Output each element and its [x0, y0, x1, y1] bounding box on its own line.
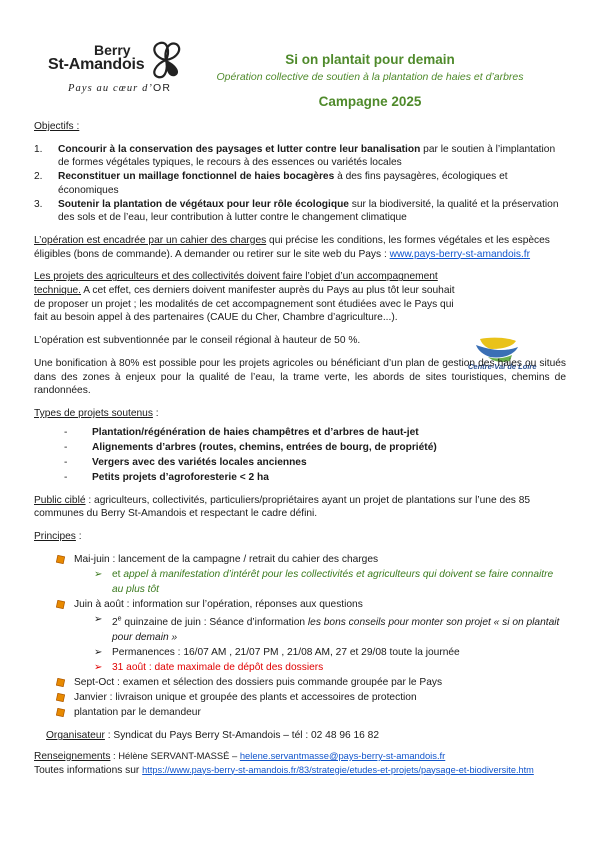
cahier-paragraph: L’opération est encadrée par un cahier d…: [34, 234, 550, 260]
objectives-heading: Objectifs :: [34, 121, 80, 132]
bullet-diamond-icon: [56, 599, 65, 609]
accompaniment-paragraph: Les projets des agriculteurs et des coll…: [34, 271, 455, 324]
logo-berry-text: Berry: [94, 42, 131, 58]
project-type-item: Plantation/régénération de haies champêt…: [34, 425, 566, 440]
contact-line: Renseignements : Hélène SERVANT-MASSÉ – …: [34, 749, 446, 762]
principle-item: Sept-Oct : examen et sélection des dossi…: [34, 675, 566, 690]
bullet-diamond-icon: [56, 708, 65, 718]
bullet-diamond-icon: [56, 678, 65, 688]
principle-item: Juin à août : information sur l’opératio…: [34, 597, 566, 612]
principles-list: Mai-juin : lancement de la campagne / re…: [34, 552, 566, 720]
leaf-emblem-icon: [153, 41, 181, 79]
project-type-item: Petits projets d’agroforesterie < 2 ha: [34, 470, 566, 485]
bonus-paragraph: Une bonification à 80% est possible pour…: [34, 357, 566, 397]
logo-st-amandois-text: St-Amandois: [48, 56, 145, 73]
principles-heading: Principes :: [34, 531, 82, 543]
principle-item: Mai-juin : lancement de la campagne / re…: [34, 552, 566, 567]
document-subtitle: Opération collective de soutien à la pla…: [216, 71, 524, 83]
arrow-bullet-icon: ➢: [94, 568, 103, 580]
project-types-list: Plantation/régénération de haies champêt…: [34, 425, 566, 485]
logo-tagline: Pays au cœur d’OR: [68, 82, 171, 94]
principle-subitem: ➢ 2e quinzaine de juin : Séance d’inform…: [94, 613, 560, 644]
info-page-link[interactable]: https://www.pays-berry-st-amandois.fr/83…: [142, 764, 534, 775]
principle-item: Janvier : livraison unique et groupée de…: [34, 690, 566, 705]
pays-logo: Berry St-Amandois Pays au cœur d’OR: [44, 40, 194, 98]
more-info-line: Toutes informations sur https://www.pays…: [34, 764, 534, 776]
arrow-bullet-icon: ➢: [94, 613, 103, 625]
bullet-diamond-icon: [56, 554, 65, 564]
campaign-year: Campagne 2025: [318, 94, 422, 109]
principle-subitem: ➢ et appel à manifestation d’intérêt pou…: [94, 568, 554, 595]
objective-item: 2. Reconstituer un maillage fonctionnel …: [34, 171, 508, 196]
website-link[interactable]: www.pays-berry-st-amandois.fr: [389, 248, 531, 260]
arrow-bullet-icon: ➢: [94, 662, 103, 674]
contact-email-link[interactable]: helene.servantmasse@pays-berry-st-amando…: [239, 749, 446, 761]
region-logo-text: Centre-Val de Loire: [468, 362, 537, 371]
subsidy-text: L’opération est subventionnée par le con…: [34, 335, 361, 347]
project-type-item: Vergers avec des variétés locales ancien…: [34, 455, 566, 470]
project-types-heading: Types de projets soutenus :: [34, 407, 159, 419]
principle-subitem: ➢ 31 août : date maximale de dépôt des d…: [94, 662, 324, 674]
centre-val-de-loire-logo: Centre-Val de Loire: [468, 337, 537, 371]
document-title: Si on plantait pour demain: [285, 52, 455, 67]
objective-item: 1. Concourir à la conservation des paysa…: [34, 143, 556, 169]
arrow-bullet-icon: ➢: [94, 647, 103, 659]
objectives-list: 1. Concourir à la conservation des paysa…: [34, 143, 566, 225]
document-body: Objectifs : 1. Concourir à la conservati…: [34, 120, 566, 777]
bullet-diamond-icon: [56, 693, 65, 703]
target-audience-paragraph: Public ciblé : agriculteurs, collectivit…: [34, 494, 531, 520]
principle-item: plantation par le demandeur: [34, 705, 566, 720]
principle-subitem: ➢ Permanences : 16/07 AM , 21/07 PM , 21…: [94, 647, 460, 659]
objective-item: 3. Soutenir la plantation de végétaux po…: [34, 198, 559, 224]
organiser-line: Organisateur : Syndicat du Pays Berry St…: [46, 730, 379, 742]
project-type-item: Alignements d’arbres (routes, chemins, e…: [34, 440, 566, 455]
